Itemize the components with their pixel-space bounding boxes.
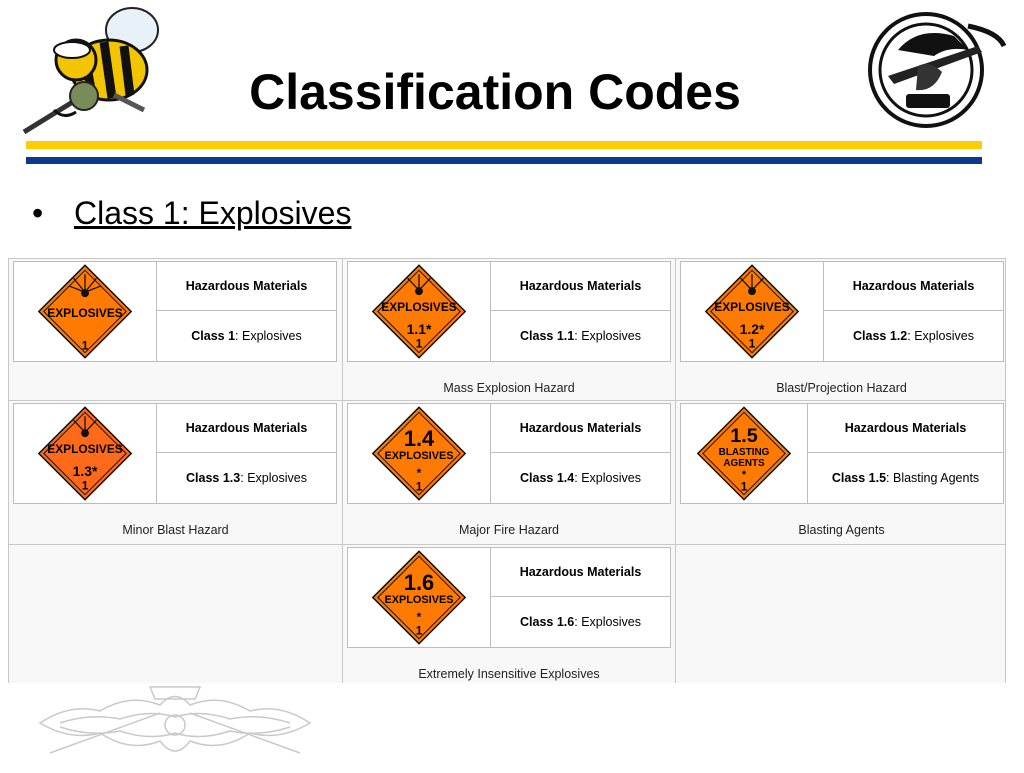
hazmat-cell: EXPLOSIVES 1.1* 1 Hazardous Materials Cl…: [343, 259, 676, 401]
hazmat-header: Hazardous Materials: [808, 404, 1003, 453]
class-code: Class 1: [191, 329, 236, 343]
placard-text-2: 1.1*: [407, 321, 432, 337]
gold-divider: [26, 141, 982, 149]
placard-text-2: 1.3*: [73, 463, 98, 479]
hazmat-header: Hazardous Materials: [491, 404, 670, 453]
placard-text-1: 1.6: [404, 570, 434, 595]
hazard-caption: Blast/Projection Hazard: [776, 381, 907, 395]
seabee-bee-mascot-icon: [14, 0, 164, 140]
hazard-caption: Mass Explosion Hazard: [443, 381, 575, 395]
placard-division: 1: [416, 337, 423, 351]
placard-card: 1.5 BLASTING AGENTS * 1 Hazardous Materi…: [680, 403, 1004, 504]
hazard-caption: Minor Blast Hazard: [122, 523, 229, 537]
class-desc: : Explosives: [235, 329, 302, 343]
seabee-insignia-watermark-icon: [30, 683, 320, 768]
placard-division: 1: [741, 480, 748, 494]
class-code: Class 1.6: [520, 615, 575, 629]
hazmat-table: EXPLOSIVES 1 Hazardous Materials Class 1…: [8, 258, 1006, 683]
hazard-caption: Extremely Insensitive Explosives: [418, 667, 600, 681]
hazmat-class: Class 1.3: Explosives: [157, 453, 336, 503]
placard-text-1: 1.4: [404, 426, 435, 451]
hazmat-class: Class 1.5: Blasting Agents: [808, 453, 1003, 503]
placard-card: EXPLOSIVES 1 Hazardous Materials Class 1…: [13, 261, 337, 362]
hazmat-header: Hazardous Materials: [491, 262, 670, 311]
placard-card: 1.6 EXPLOSIVES * 1 Hazardous Materials C…: [347, 547, 671, 648]
placard-text-3: AGENTS: [723, 458, 765, 469]
placard-division: 1: [82, 479, 89, 493]
hazmat-header: Hazardous Materials: [491, 548, 670, 597]
placard-card: EXPLOSIVES 1.1* 1 Hazardous Materials Cl…: [347, 261, 671, 362]
placard-card: EXPLOSIVES 1.3* 1 Hazardous Materials Cl…: [13, 403, 337, 504]
explosives-placard-icon: 1.4 EXPLOSIVES * 1: [348, 404, 491, 503]
hazmat-cell: 1.5 BLASTING AGENTS * 1 Hazardous Materi…: [676, 401, 1005, 545]
explosives-placard-icon: EXPLOSIVES 1: [14, 262, 157, 361]
class-desc: : Explosives: [574, 471, 641, 485]
placard-text-1: EXPLOSIVES: [381, 300, 456, 314]
placard-text-1: 1.5: [730, 425, 758, 447]
class-desc: : Explosives: [907, 329, 974, 343]
placard-card: EXPLOSIVES 1.2* 1 Hazardous Materials Cl…: [680, 261, 1004, 362]
hazmat-cell-empty: [676, 545, 1005, 683]
class-code: Class 1.5: [831, 471, 887, 485]
hazmat-header: Hazardous Materials: [824, 262, 1003, 311]
hazmat-class: Class 1.1: Explosives: [491, 311, 670, 361]
hazmat-cell-empty: [9, 545, 343, 683]
hazmat-cell: 1.6 EXPLOSIVES * 1 Hazardous Materials C…: [343, 545, 676, 683]
class-code: Class 1.2: [853, 329, 908, 343]
class-code: Class 1.3: [186, 471, 241, 485]
hazmat-cell: 1.4 EXPLOSIVES * 1 Hazardous Materials C…: [343, 401, 676, 545]
hazmat-class: Class 1.6: Explosives: [491, 597, 670, 647]
placard-text-2: 1.2*: [740, 321, 765, 337]
bullet-dot: •: [32, 195, 44, 231]
class-desc: : Blasting Agents: [886, 471, 980, 485]
explosives-placard-icon: EXPLOSIVES 1.3* 1: [14, 404, 157, 503]
hazmat-cell: EXPLOSIVES 1.3* 1 Hazardous Materials Cl…: [9, 401, 343, 545]
placard-division: 1: [749, 337, 756, 351]
placard-text-1: EXPLOSIVES: [47, 306, 122, 320]
explosives-placard-icon: 1.6 EXPLOSIVES * 1: [348, 548, 491, 647]
placard-division: 1: [82, 339, 89, 353]
class-code: Class 1.4: [520, 471, 575, 485]
explosives-placard-icon: EXPLOSIVES 1.1* 1: [348, 262, 491, 361]
hazmat-header: Hazardous Materials: [157, 404, 336, 453]
placard-text-2: BLASTING: [719, 447, 770, 458]
class-desc: : Explosives: [574, 329, 641, 343]
bullet-text: Class 1: Explosives: [74, 195, 352, 231]
placard-division: 1: [416, 480, 423, 494]
hazard-caption: Blasting Agents: [798, 523, 885, 537]
hazmat-class: Class 1.4: Explosives: [491, 453, 670, 503]
hazmat-class: Class 1.2: Explosives: [824, 311, 1003, 361]
class-desc: : Explosives: [574, 615, 641, 629]
explosives-placard-icon: EXPLOSIVES 1.2* 1: [681, 262, 824, 361]
placard-text-2: EXPLOSIVES: [384, 450, 453, 462]
placard-text-3: *: [417, 466, 422, 480]
placard-text-1: EXPLOSIVES: [47, 442, 122, 456]
placard-text-2: EXPLOSIVES: [384, 594, 453, 606]
hazmat-cell: EXPLOSIVES 1.2* 1 Hazardous Materials Cl…: [676, 259, 1005, 401]
class-desc: : Explosives: [240, 471, 307, 485]
placard-text-4: *: [742, 469, 747, 481]
placard-division: 1: [416, 624, 423, 638]
hazmat-cell: EXPLOSIVES 1 Hazardous Materials Class 1…: [9, 259, 343, 401]
bullet-item: • Class 1: Explosives: [32, 193, 351, 233]
class-code: Class 1.1: [520, 329, 575, 343]
blasting-agents-placard-icon: 1.5 BLASTING AGENTS * 1: [681, 404, 808, 503]
placard-card: 1.4 EXPLOSIVES * 1 Hazardous Materials C…: [347, 403, 671, 504]
hazmat-header: Hazardous Materials: [157, 262, 336, 311]
slide-title: Classification Codes: [249, 64, 741, 120]
seabees-emblem-icon: [858, 6, 1007, 132]
hazard-caption: Major Fire Hazard: [458, 523, 560, 537]
placard-text-1: EXPLOSIVES: [714, 300, 789, 314]
placard-text-3: *: [417, 610, 422, 624]
hazmat-class: Class 1: Explosives: [157, 311, 336, 361]
navy-divider: [26, 157, 982, 164]
